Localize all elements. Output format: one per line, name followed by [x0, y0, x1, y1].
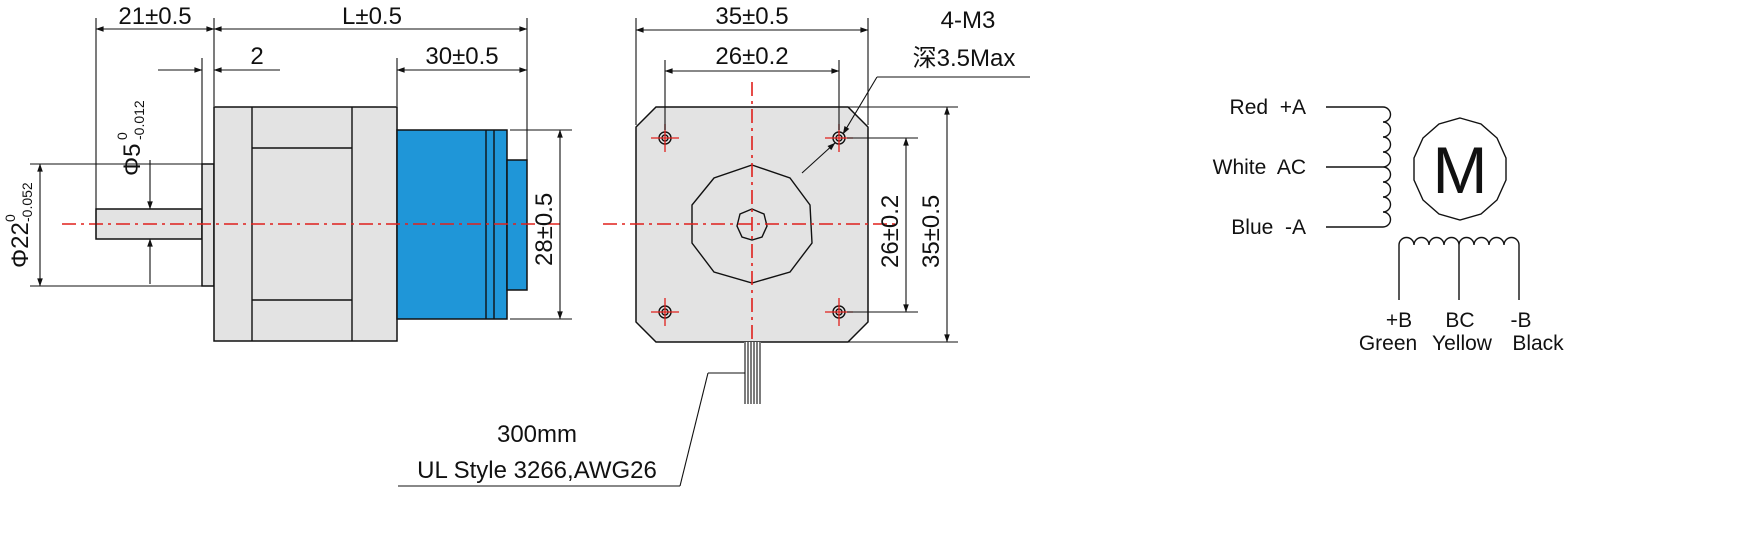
dim-rear-height: 28±0.5	[531, 193, 558, 266]
svg-text:0: 0	[114, 132, 130, 140]
mounting-holes-depth: 深3.5Max	[913, 45, 1016, 72]
svg-text:-0.052: -0.052	[19, 182, 35, 222]
dim-shaft-length: 21±0.5	[118, 3, 191, 30]
mounting-holes-label: 4-M3	[941, 7, 996, 34]
svg-text:0: 0	[2, 214, 18, 222]
rear-cap	[506, 159, 528, 291]
lead-label-red: Red +A	[1230, 96, 1306, 119]
dim-rear-housing: 30±0.5	[425, 43, 498, 70]
phase-b-coil	[1398, 236, 1520, 246]
wiring-diagram: M Red +A White AC Blue -A +B BC -B Green…	[1213, 96, 1565, 355]
front-view: 35±0.5 26±0.2 26±0.2 35±0.5 4-M3 深3.5Max…	[398, 3, 1030, 487]
dim-hole-spacing-y: 26±0.2	[877, 195, 904, 268]
motor-symbol	[1413, 117, 1507, 221]
lead-label-blue: Blue -A	[1231, 216, 1306, 239]
dim-hole-spacing-x: 26±0.2	[715, 43, 788, 70]
side-view: 21±0.5 L±0.5 2 30±0.5 Φ5 0 -0.012 Φ22 0 …	[2, 3, 572, 342]
dim-boss-diameter: Φ22 0 -0.052	[2, 182, 35, 268]
dim-face-width: 35±0.5	[715, 3, 788, 30]
lead-label-white: White AC	[1213, 156, 1306, 179]
lead-color-black: Black	[1512, 332, 1564, 355]
svg-text:Φ5: Φ5	[119, 144, 146, 177]
dim-body-length: L±0.5	[342, 3, 402, 30]
lead-wire-bundle	[744, 342, 761, 404]
motor-shaft-face	[736, 208, 768, 241]
dim-shaft-diameter: Φ5 0 -0.012	[114, 100, 147, 176]
lead-color-yellow: Yellow	[1432, 332, 1493, 355]
lead-color-green: Green	[1359, 332, 1417, 355]
lead-signal-green: +B	[1386, 309, 1412, 332]
dim-face-height: 35±0.5	[918, 195, 945, 268]
lead-wire-spec: UL Style 3266,AWG26	[417, 457, 657, 484]
lead-wire-length: 300mm	[497, 421, 577, 448]
motor-boss	[201, 163, 215, 287]
motor-symbol-letter: M	[1433, 133, 1488, 207]
phase-a-coil	[1382, 106, 1392, 228]
dim-flange: 2	[250, 43, 263, 70]
lead-signal-black: -B	[1511, 309, 1532, 332]
lead-signal-yellow: BC	[1445, 309, 1474, 332]
svg-text:-0.012: -0.012	[131, 100, 147, 140]
svg-text:Φ22: Φ22	[7, 222, 34, 268]
